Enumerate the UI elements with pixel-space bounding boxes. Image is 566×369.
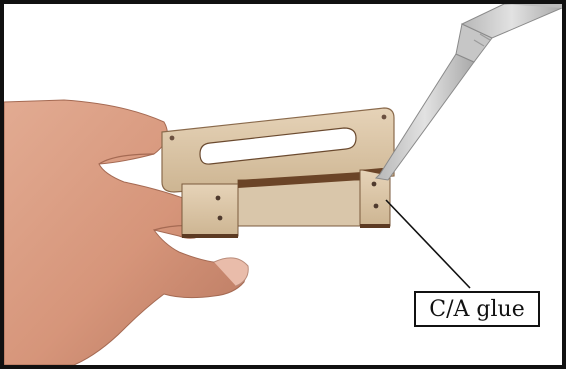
callout-label: C/A glue xyxy=(429,297,524,322)
glue-nozzle xyxy=(376,4,562,180)
callout-leader-line xyxy=(386,200,470,288)
callout-box: C/A glue xyxy=(414,291,540,327)
